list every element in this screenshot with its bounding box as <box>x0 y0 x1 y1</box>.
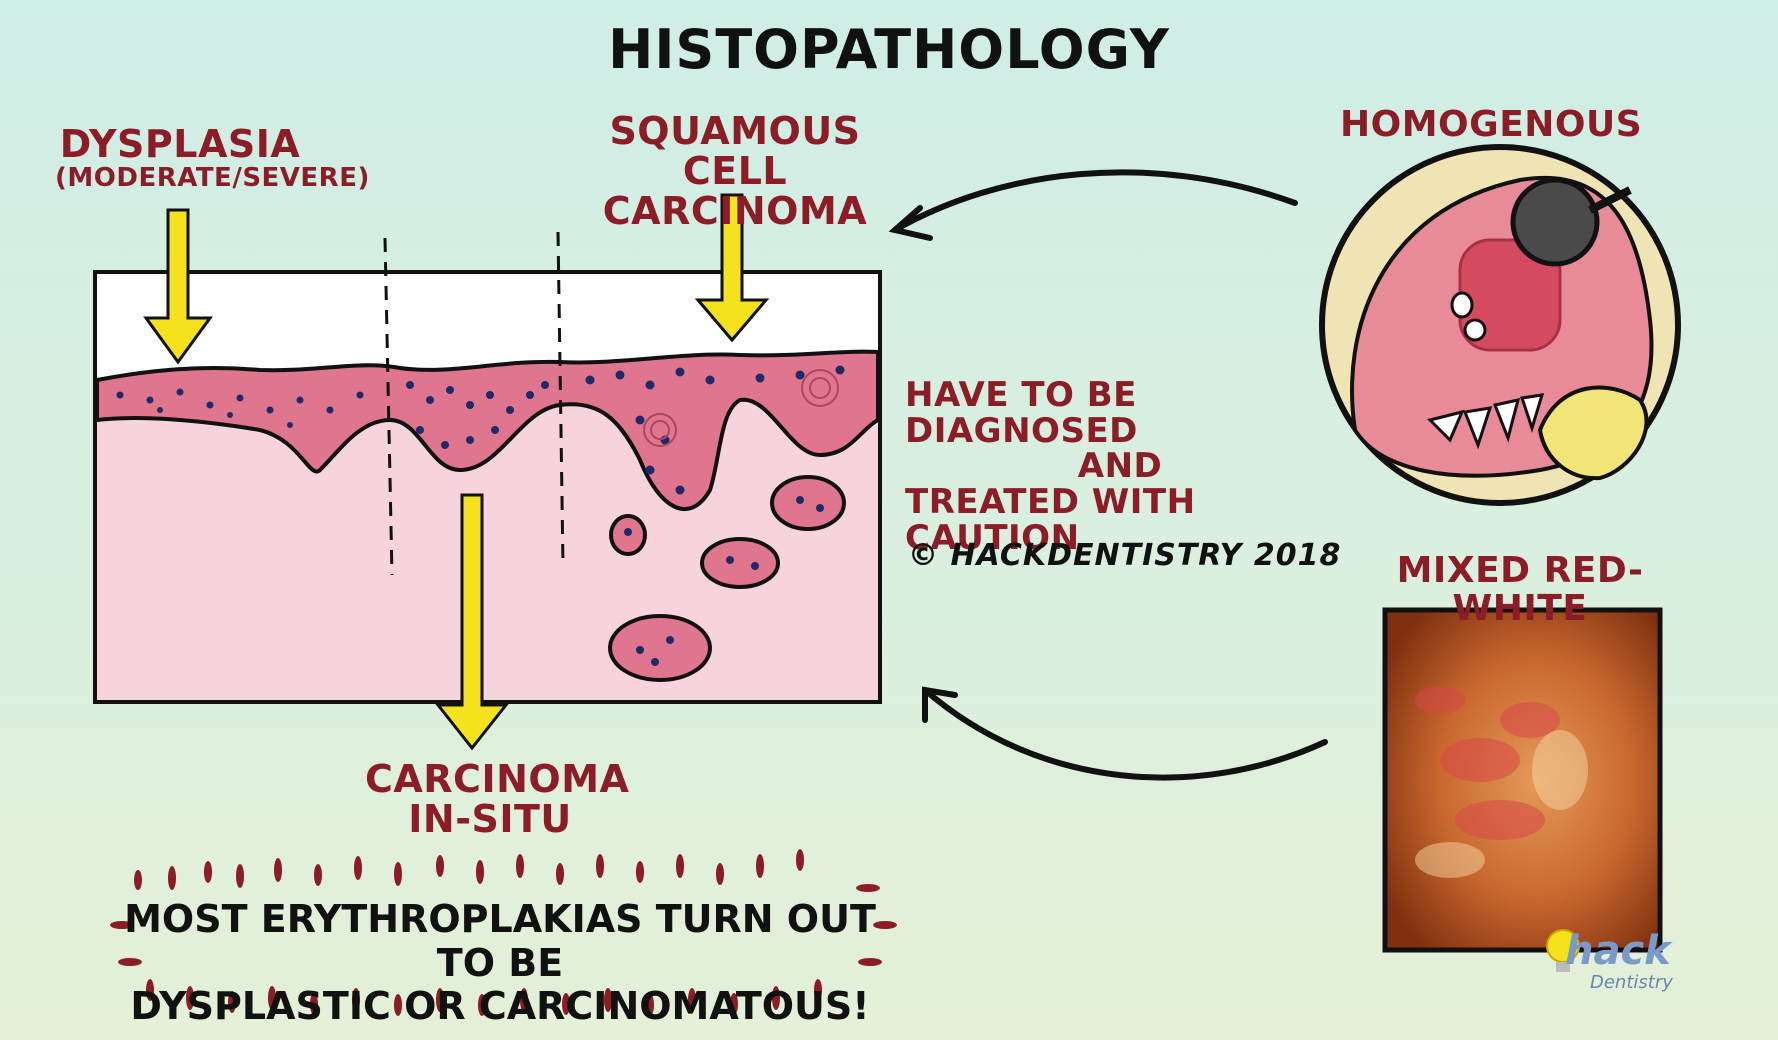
arrow-from-mixed-head <box>922 686 958 723</box>
diagnosis-line-3: TREATED WITH CAUTION <box>905 482 1196 558</box>
homogenous-label: HOMOGENOUS <box>1340 104 1643 145</box>
yellow-arrows <box>143 193 770 751</box>
warning-line-2: DYSPLASTIC OR CARCINOMATOUS! <box>130 984 870 1029</box>
cis-line-2: IN-SITU <box>408 796 572 841</box>
cis-line-1: CARCINOMA <box>365 757 630 801</box>
scc-line-1: SQUAMOUS CELL <box>609 109 861 193</box>
hackdentistry-logo-icon <box>1546 929 1580 972</box>
mixed-red-white-label: MIXED RED-WHITE <box>1396 550 1644 629</box>
invasive-island <box>700 537 780 589</box>
epithelium-layer <box>95 349 880 511</box>
erythroplakia-warning: MOST ERYTHROPLAKIAS TURN OUT TO BE DYSPL… <box>110 897 890 1029</box>
invasive-islands <box>608 475 846 682</box>
page-title: HISTOPATHOLOGY <box>608 18 1170 81</box>
diagnosis-line-1: HAVE TO BE DIAGNOSED <box>905 375 1138 451</box>
arrow-cis <box>434 493 510 751</box>
scc-line-2: CARCINOMA <box>602 188 868 233</box>
arrow-from-homogenous <box>892 169 1298 233</box>
scc-label: SQUAMOUS CELL CARCINOMA <box>570 109 900 233</box>
curved-arrows <box>888 169 1328 781</box>
invasive-island <box>770 475 846 531</box>
diagnosis-line-2: AND <box>1077 446 1163 487</box>
copyright-notice: © HACKDENTISTRY 2018 <box>908 538 1342 573</box>
cis-label: CARCINOMA IN-SITU <box>365 757 630 841</box>
dysplasia-subtitle: (MODERATE/SEVERE) <box>55 162 370 193</box>
arrow-dysplasia <box>143 208 213 365</box>
warning-line-1: MOST ERYTHROPLAKIAS TURN OUT TO BE <box>124 897 876 985</box>
emphasis-burst-marks <box>110 849 897 1016</box>
divider-line-2 <box>556 231 565 566</box>
logo-subtext: Dentistry <box>1590 972 1673 993</box>
dysplasia-label: DYSPLASIA (MODERATE/SEVERE) <box>55 122 370 193</box>
arrow-scc <box>694 193 770 343</box>
tissue-section-diagram <box>93 231 882 704</box>
cell-nuclei <box>116 365 845 666</box>
mixed-lesion-photo <box>1382 607 1663 953</box>
diagnosis-caution-note: HAVE TO BE DIAGNOSED AND TREATED WITH CA… <box>905 375 1335 558</box>
arrow-from-homogenous-head <box>888 205 933 241</box>
divider-line-1 <box>383 237 394 576</box>
dysplasia-title: DYSPLASIA <box>59 122 301 166</box>
logo-wordmark: hack <box>1565 928 1671 974</box>
arrow-from-mixed <box>922 687 1328 781</box>
keratin-pearls <box>643 369 839 447</box>
invasive-island <box>608 614 712 682</box>
homogenous-lesion-illustration <box>1319 144 1681 506</box>
